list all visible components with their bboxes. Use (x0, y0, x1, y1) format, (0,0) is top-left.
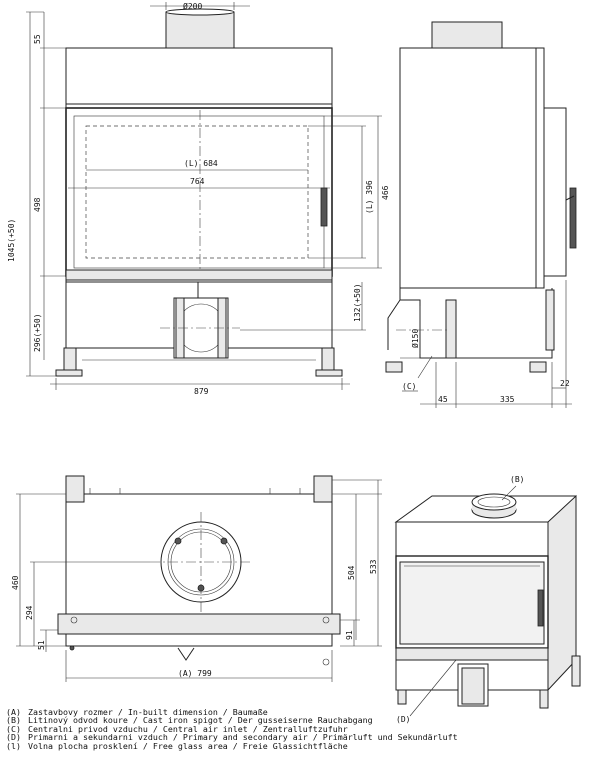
front-view: Ø200 (L) 684 764 (7, 1, 390, 396)
total-height-label: 1045(+50) (7, 219, 16, 262)
glass-area (85, 125, 309, 259)
flue-diameter-label: Ø200 (183, 1, 202, 11)
legend-text: Primarni a sekundarni vzduch / Primary a… (28, 732, 458, 743)
glass-height-label: (L) 396 (365, 180, 374, 214)
plan-view: (A) 799 460 294 51 504 533 91 (11, 475, 382, 682)
door-handle (320, 187, 328, 227)
legend-text: Centralni privod vzduchu / Central air i… (28, 723, 348, 734)
plan-51-label: 51 (37, 640, 46, 650)
legend-row: (C) Centralni privod vzduchu / Central ai… (6, 723, 596, 734)
legend-row: (l) Volna plocha prosklení / Free glass a… (6, 740, 596, 751)
legend-key: (D) (6, 732, 21, 743)
base-height-label: 296(+50) (33, 313, 42, 352)
plan-504-label: 504 (347, 565, 356, 580)
plan-91-label: 91 (345, 630, 354, 640)
iso-view: (B) (D) (394, 475, 581, 724)
legend-key: (A) (6, 707, 21, 717)
legend-text: Litinový odvod koure / Cast iron spigot … (28, 715, 373, 726)
legend-key: (C) (6, 723, 21, 734)
dim-45-label: 45 (438, 395, 448, 404)
top-offset-label: 55 (33, 34, 42, 44)
side-body (399, 47, 545, 289)
plan-294-label: 294 (25, 605, 34, 620)
legend-row: (D) Primarni a sekundarni vzduch / Primar… (6, 732, 596, 743)
plan-533-label: 533 (369, 559, 378, 574)
legend-row: (A) Zastavbovy rozmer / In-built dimensio… (6, 707, 596, 717)
side-view: Ø150 (C) 45 335 22 (385, 21, 577, 408)
door-frame (65, 107, 333, 277)
legend-text: Volna plocha prosklení / Free glass area… (28, 740, 348, 751)
side-flue (431, 21, 503, 49)
glass-width-label: (L) 684 (184, 159, 218, 168)
label-c: (C) (402, 382, 416, 391)
flue-collar (165, 11, 235, 49)
label-b: (B) (510, 475, 524, 484)
inlet-height-label: 132(+50) (353, 283, 362, 322)
dim-335-label: 335 (500, 395, 515, 404)
inlet-diameter-label: Ø150 (410, 329, 420, 348)
legend: (A) Zastavbovy rozmer / In-built dimensio… (6, 708, 596, 750)
door-width-label: 764 (190, 177, 205, 186)
body-height-label: 498 (33, 197, 42, 212)
plan-460-label: 460 (11, 575, 20, 590)
legend-row: (B) Litinový odvod koure / Cast iron spig… (6, 715, 596, 726)
plan-width-label: (A) 799 (178, 669, 212, 678)
total-width-label: 879 (194, 387, 209, 396)
side-door (543, 107, 567, 277)
side-handle (569, 187, 577, 249)
label-d: (D) (396, 715, 410, 724)
door-height-label: 466 (381, 185, 390, 200)
legend-key: (B) (6, 715, 21, 726)
dim-22-label: 22 (560, 379, 570, 388)
legend-key: (l) (6, 740, 21, 751)
legend-text: Zastavbovy rozmer / In-built dimension /… (28, 707, 268, 717)
